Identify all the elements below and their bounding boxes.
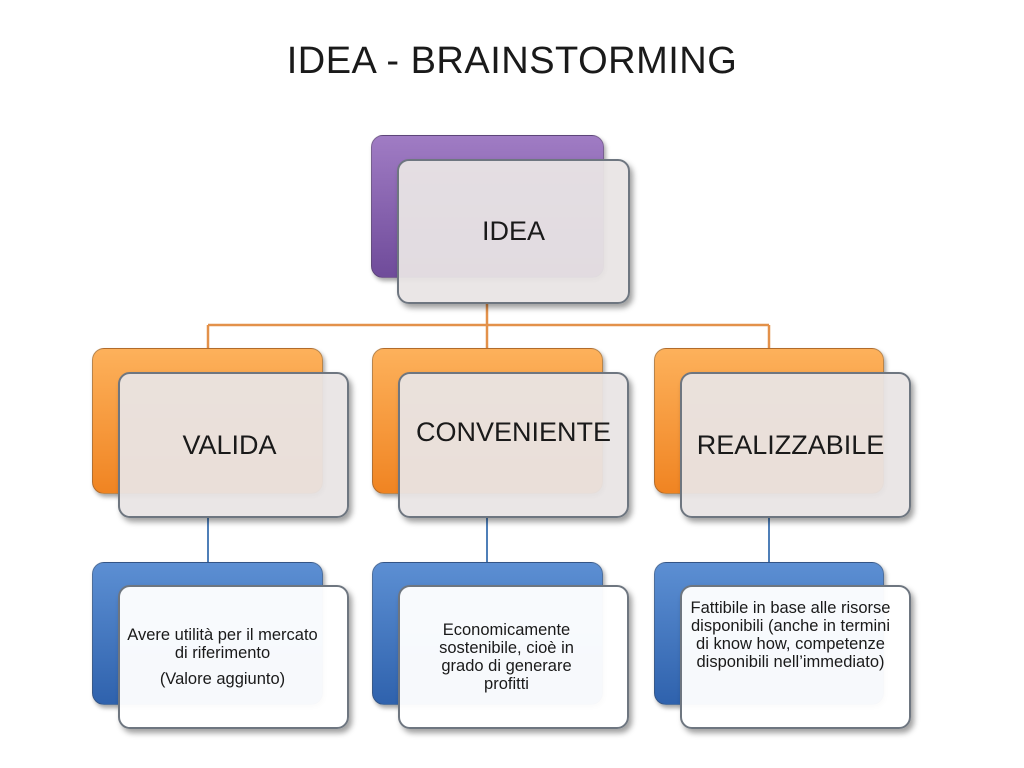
branch-node-conveniente: CONVENIENTE	[398, 372, 629, 518]
detail-node-conveniente: Economicamente sostenibile, cioè in grad…	[398, 585, 629, 729]
detail-node-realizzabile: Fattibile in base alle risorse disponibi…	[680, 585, 911, 729]
branch-label: CONVENIENTE	[415, 417, 612, 447]
detail-text: Avere utilità per il mercato di riferime…	[127, 626, 318, 662]
detail-node-valida: Avere utilità per il mercato di riferime…	[118, 585, 349, 729]
branch-node-realizzabile: REALIZZABILE	[680, 372, 911, 518]
root-label: IDEA	[481, 216, 546, 246]
detail-text: Economicamente sostenibile, cioè in grad…	[439, 621, 574, 693]
detail-connectors	[207, 517, 770, 562]
branch-node-valida: VALIDA	[118, 372, 349, 518]
root-connectors	[206, 304, 771, 348]
page-title: IDEA - BRAINSTORMING	[286, 40, 738, 82]
branch-label: REALIZZABILE	[696, 429, 885, 460]
root-node: IDEA	[397, 159, 630, 304]
branch-label: VALIDA	[182, 429, 277, 460]
detail-text: Fattibile in base alle risorse disponibi…	[690, 599, 891, 671]
detail-text: (Valore aggiunto)	[159, 670, 286, 688]
